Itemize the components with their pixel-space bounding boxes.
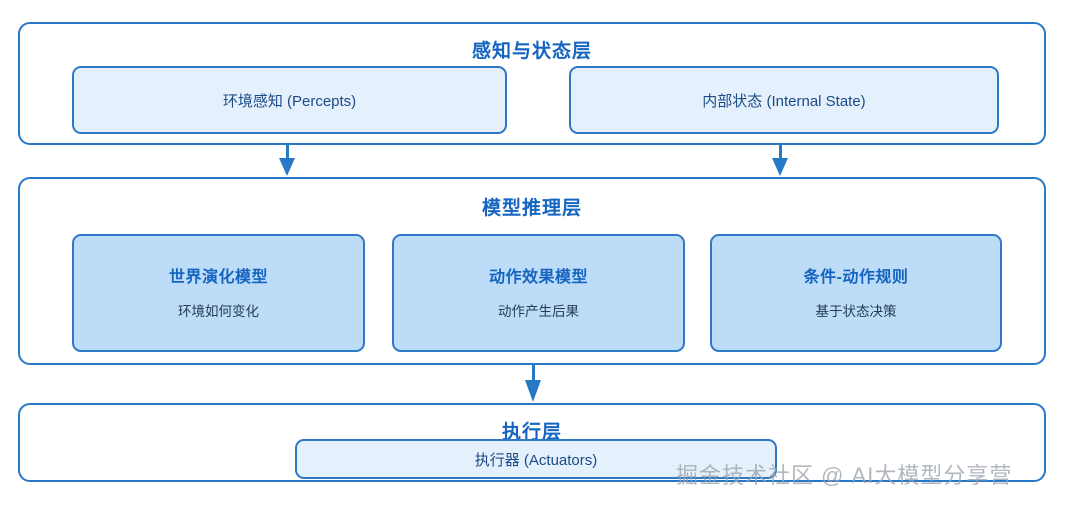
box-action-model-title: 动作效果模型 [488,269,588,286]
box-rules-title: 条件-动作规则 [803,269,909,286]
layer-perception: 感知与状态层 环境感知 (Percepts) 内部状态 (Internal St… [18,22,1046,145]
box-actuators: 执行器 (Actuators) [295,439,777,479]
layer-perception-title: 感知与状态层 [471,41,592,62]
arrow-percepts-to-model-icon [279,145,295,177]
layer-execution-title: 执行层 [501,422,562,443]
box-world-model-title: 世界演化模型 [168,269,268,286]
arrow-stem [286,145,289,159]
box-world-model: 世界演化模型 环境如何变化 [72,234,365,352]
box-rules: 条件-动作规则 基于状态决策 [710,234,1002,352]
arrow-head [279,158,295,176]
box-action-model: 动作效果模型 动作产生后果 [392,234,685,352]
arrow-head [525,380,541,402]
box-internal-state: 内部状态 (Internal State) [569,66,999,134]
layer-model: 模型推理层 世界演化模型 环境如何变化 动作效果模型 动作产生后果 条件-动作规… [18,177,1046,365]
arrow-stem [779,145,782,159]
box-actuators-label: 执行器 (Actuators) [474,451,598,469]
layer-model-title: 模型推理层 [481,198,582,219]
box-action-model-subtitle: 动作产生后果 [498,304,579,319]
arrow-stem [532,365,535,381]
box-internal-state-label: 内部状态 (Internal State) [702,92,866,110]
arrow-model-to-execution-icon [525,365,541,403]
box-world-model-subtitle: 环境如何变化 [178,304,259,319]
box-rules-subtitle: 基于状态决策 [815,304,897,319]
box-percepts: 环境感知 (Percepts) [72,66,507,134]
arrow-head [772,158,788,176]
arrow-state-to-model-icon [772,145,788,177]
box-percepts-label: 环境感知 (Percepts) [222,92,357,110]
layer-execution: 执行层 执行器 (Actuators) [18,403,1046,482]
